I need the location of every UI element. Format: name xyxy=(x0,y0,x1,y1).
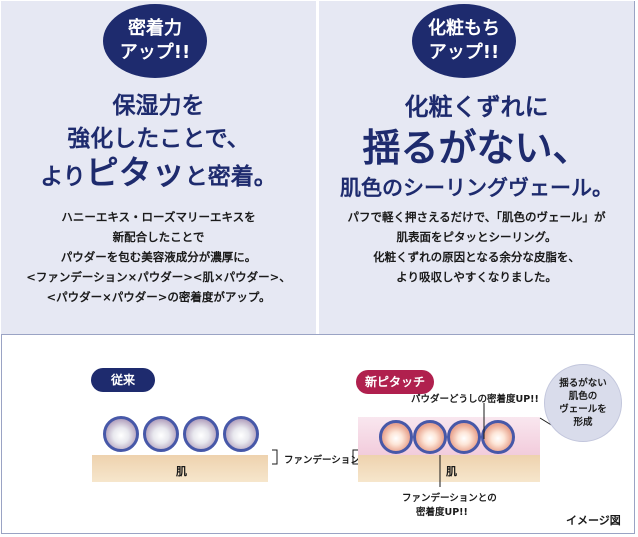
body-line: より吸収しやすくなりました。 xyxy=(396,270,557,284)
headline-fragment: より xyxy=(40,164,86,190)
conventional-label: 従来 xyxy=(91,368,155,392)
new-product-label: 新ピタッチ xyxy=(356,370,434,394)
powder-particle xyxy=(379,420,413,454)
veil-callout-bubble: 揺るがない 肌色の ヴェールを 形成 xyxy=(544,364,622,442)
skin-label: 肌 xyxy=(446,465,457,478)
powder-particle xyxy=(103,416,139,452)
left-headline: 保湿力を 強化したことで、 よりピタッと密着。 xyxy=(1,90,316,194)
badge-line: アップ!! xyxy=(119,42,191,63)
headline-fragment: と密着。 xyxy=(184,164,277,190)
badge-line: 化粧もち xyxy=(428,18,500,39)
body-line: パウダーを包む美容液成分が濃厚に。 xyxy=(60,250,257,264)
powder-particle xyxy=(447,420,481,454)
foundation-label: ファンデーション xyxy=(284,455,360,466)
headline-line: 化粧くずれに xyxy=(404,93,549,121)
makeup-lasting-badge: 化粧もち アップ!! xyxy=(412,4,516,78)
headline-line: 肌色のシーリングヴェール。 xyxy=(340,176,613,200)
foundation-adhesion-note: 密着度UP!! xyxy=(416,507,468,518)
body-line: ハニーエキス・ローズマリーエキスを xyxy=(61,210,256,224)
right-headline: 化粧くずれに 揺るがない、 肌色のシーリングヴェール。 xyxy=(319,90,634,204)
bubble-line: ヴェールを xyxy=(559,404,607,415)
powder-adhesion-note: パウダーどうしの密着度UP!! xyxy=(411,394,539,405)
body-line: 化粧くずれの原因となる余分な皮脂を、 xyxy=(373,250,580,264)
bubble-line: 形成 xyxy=(573,417,593,428)
bubble-line: 肌色の xyxy=(568,391,598,402)
bubble-line: 揺るがない xyxy=(559,378,607,389)
body-line: <ファンデーション×パウダー><肌×パウダー>、 xyxy=(26,270,291,284)
skin-layer-new xyxy=(358,455,540,482)
body-line: 肌表面をピタッとシーリング。 xyxy=(396,230,557,244)
section-divider xyxy=(1,334,634,335)
panel-divider xyxy=(316,1,319,334)
body-line: <パウダー×パウダー>の密着度がアップ。 xyxy=(46,290,271,304)
headline-emphasis: ピタッ xyxy=(85,153,185,192)
badge-line: 密着力 xyxy=(128,18,182,39)
powder-particle xyxy=(413,420,447,454)
headline-line: 強化したことで、 xyxy=(67,126,250,152)
powder-particle xyxy=(223,416,259,452)
badge-line: アップ!! xyxy=(428,42,500,63)
powder-particle xyxy=(143,416,179,452)
right-body-text: パフで軽く押さえるだけで、「肌色のヴェール」が 肌表面をピタッとシーリング。 化… xyxy=(319,207,634,287)
body-line: 新配合したことで xyxy=(112,230,205,244)
powder-particle xyxy=(481,420,515,454)
headline-line: 保湿力を xyxy=(112,93,205,119)
powder-particle xyxy=(183,416,219,452)
skin-label: 肌 xyxy=(176,465,187,478)
headline-line: よりピタッと密着。 xyxy=(1,156,316,194)
body-line: パフで軽く押さえるだけで、「肌色のヴェール」が xyxy=(347,210,606,224)
headline-emphasis: 揺るがない、 xyxy=(362,126,591,170)
image-note: イメージ図 xyxy=(566,514,621,527)
foundation-brackets xyxy=(272,449,358,465)
foundation-adhesion-note: ファンデーションとの xyxy=(402,493,497,504)
skin-layer-conventional xyxy=(92,455,268,482)
left-body-text: ハニーエキス・ローズマリーエキスを 新配合したことで パウダーを包む美容液成分が… xyxy=(1,207,316,307)
adhesion-badge: 密着力 アップ!! xyxy=(103,4,207,78)
